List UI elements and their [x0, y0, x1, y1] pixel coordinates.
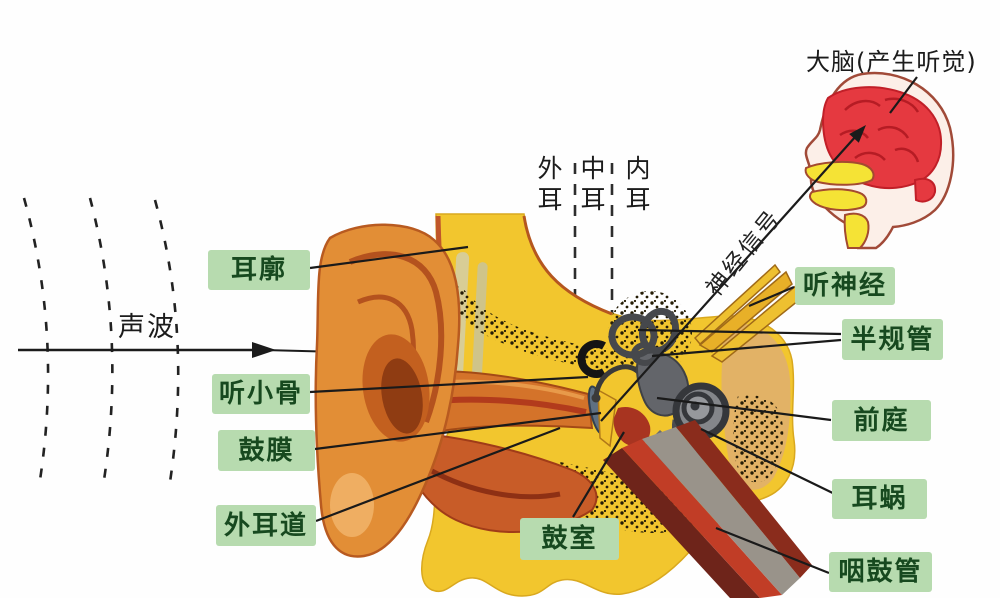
label-eardrum: 鼓膜 [218, 430, 315, 471]
eustachian-tube-shape [603, 420, 812, 598]
label-eustachian-tube: 咽鼓管 [829, 552, 932, 592]
tensor-muscle [613, 406, 651, 447]
malleus-shape [597, 388, 617, 448]
mouth-throat-shapes [804, 160, 875, 249]
label-tympanic-cavity: 鼓室 [520, 518, 619, 560]
label-vestibule: 前庭 [832, 400, 931, 441]
label-semicircular-canals: 半规管 [842, 319, 943, 360]
semicircular-canals-shape [608, 307, 680, 366]
sound-wave-label: 声波 [118, 312, 176, 343]
muscle-under-canal [396, 430, 598, 533]
region-label-inner-ear: 内耳 [625, 154, 651, 215]
region-label-outer-ear: 外耳 [537, 154, 563, 215]
label-pinna: 耳廓 [208, 250, 310, 290]
label-ear-canal: 外耳道 [216, 505, 316, 546]
nerve-signal-arrow [600, 125, 866, 422]
label-ossicles: 听小骨 [212, 374, 310, 414]
middle-ear-cavity [577, 340, 606, 378]
brain-illustration [804, 71, 955, 250]
leader-lines [309, 76, 918, 575]
label-cochlea: 耳蜗 [832, 479, 927, 519]
region-label-middle-ear: 中耳 [580, 154, 606, 215]
brain-label: 大脑(产生听觉) [806, 48, 977, 76]
region-divider-lines [573, 163, 614, 357]
label-auditory-nerve: 听神经 [795, 267, 895, 305]
brain-stem-lobe [913, 177, 937, 203]
